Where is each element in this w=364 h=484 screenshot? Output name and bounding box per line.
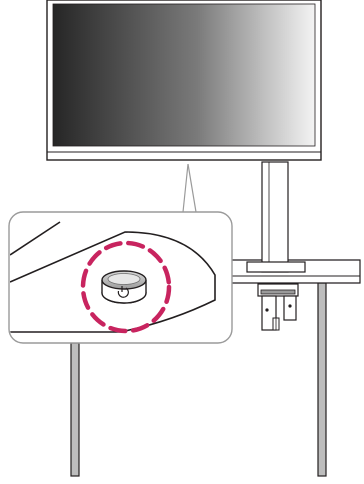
stand-base-collar (246, 261, 306, 273)
monitor-underside-edge (10, 221, 61, 256)
monitor (46, 0, 322, 161)
desk-leg-right (317, 282, 327, 477)
callout-magnified-view (8, 211, 233, 344)
joystick-button (101, 270, 147, 304)
power-icon (117, 286, 129, 298)
callout-pointer (182, 163, 197, 213)
monitor-stand (246, 161, 306, 273)
monitor-screen (52, 3, 316, 147)
highlight-dashed-circle (80, 240, 172, 334)
desk-clamp (257, 283, 299, 331)
desk-leg-left (70, 342, 80, 477)
stand-column (261, 161, 289, 273)
